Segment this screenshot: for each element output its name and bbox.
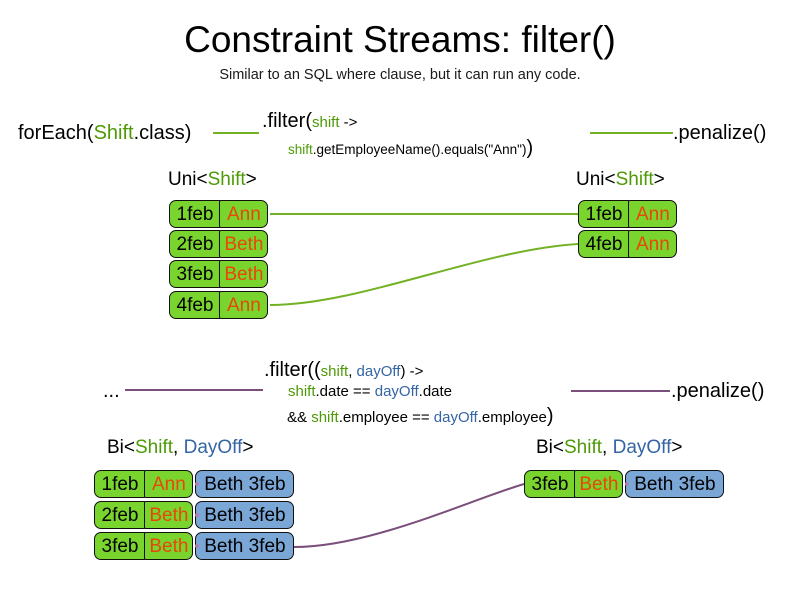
uni-filter-line2: shift.getEmployeeName().equals("Ann")) [288, 136, 533, 160]
uni-filter-line1: .filter(shift -> [262, 109, 357, 133]
bi-left-type-prefix: Bi< [107, 437, 135, 458]
bi-left-type-label: Bi<Shift, DayOff> [107, 436, 253, 459]
uni-right-type-shift: Shift [615, 169, 654, 190]
bi-filter-line1: .filter((shift, dayOff) -> [264, 358, 423, 382]
bi-filter-l2-mid: .date == [315, 383, 375, 400]
uni-left-tuple-row[interactable]: 2feb Beth [169, 230, 269, 258]
tuple-employee: Beth [144, 501, 194, 529]
bi-penalize-label: .penalize() [671, 380, 765, 402]
uni-right-type-label: Uni<Shift> [576, 168, 665, 191]
bi-left-type-shift: Shift [135, 437, 174, 458]
tuple-employee: Beth [574, 470, 624, 498]
uni-left-tuple-row[interactable]: 4feb Ann [169, 291, 269, 319]
bi-filter-param-comma: , [348, 363, 357, 380]
bi-right-type-dayoff: DayOff [612, 437, 672, 458]
bi-join-dot [195, 482, 199, 486]
bi-join-dot [625, 482, 629, 486]
bi-right-type-label: Bi<Shift, DayOff> [536, 436, 682, 459]
uni-filter-arrow: -> [339, 114, 358, 131]
tuple-date: 2feb [94, 501, 146, 529]
uni-right-tuple-row[interactable]: 1feb Ann [578, 200, 678, 228]
bi-filter-l2-shift: shift [288, 383, 316, 400]
tuple-employee: Beth [219, 260, 269, 288]
tuple-employee: Ann [144, 470, 194, 498]
tuple-employee: Ann [219, 200, 269, 228]
foreach-suffix: .class) [133, 122, 192, 144]
uni-left-type-shift: Shift [207, 169, 246, 190]
uni-left-type-label: Uni<Shift> [168, 168, 257, 191]
bi-filter-l3-prefix: && [287, 409, 312, 426]
bi-join-dot [195, 544, 199, 548]
bi-filter-l3-dayoff: dayOff [433, 409, 478, 426]
tuple-date: 3feb [94, 532, 146, 560]
bi-filter-param-shift: shift [320, 363, 349, 380]
bi-right-type-suffix: > [671, 437, 683, 458]
bi-right-type-comma: , [602, 437, 613, 458]
uni-right-type-suffix: > [653, 169, 665, 190]
link-uni-4feb [269, 243, 579, 306]
bi-source-label: ... [103, 380, 120, 402]
bi-right-type-shift: Shift [564, 437, 603, 458]
uni-left-tuple-row[interactable]: 3feb Beth [169, 260, 269, 288]
uni-filter-close-paren: ) [526, 137, 534, 159]
bi-filter-l2-end: .date [418, 383, 453, 400]
bi-filter-close-paren: ) [546, 405, 554, 427]
tuple-dayoff: Beth 3feb [625, 470, 725, 498]
slide-subtitle: Similar to an SQL where clause, but it c… [219, 67, 581, 83]
slide-title: Constraint Streams: filter() [184, 19, 616, 60]
tuple-date: 1feb [169, 200, 221, 228]
bi-filter-line3: && shift.employee == dayOff.employee) [287, 404, 554, 428]
uni-filter-body-rest: .getEmployeeName().equals("Ann") [312, 142, 527, 157]
bi-filter-call: .filter(( [264, 359, 321, 381]
bi-left-tuple-row[interactable]: 1feb Ann Beth 3feb [94, 470, 295, 498]
foreach-source-label: forEach(Shift.class) [18, 121, 191, 145]
bi-filter-l3-shift: shift [311, 409, 339, 426]
tuple-employee: Ann [628, 200, 678, 228]
tuple-date: 1feb [94, 470, 146, 498]
bi-filter-line2: shift.date == dayOff.date [288, 382, 452, 401]
foreach-prefix: forEach( [18, 122, 94, 144]
tuple-employee: Ann [219, 291, 269, 319]
bi-left-tuple-row[interactable]: 3feb Beth Beth 3feb [94, 532, 295, 560]
uni-filter-param: shift [312, 114, 340, 131]
uni-filter-call: .filter( [262, 110, 312, 132]
bi-filter-l3-mid: .employee == [338, 409, 434, 426]
uni-right-tuple-row[interactable]: 4feb Ann [578, 230, 678, 258]
foreach-type-shift: Shift [93, 122, 134, 144]
bi-right-tuple-row[interactable]: 3feb Beth Beth 3feb [524, 470, 725, 498]
tuple-dayoff: Beth 3feb [195, 532, 295, 560]
tuple-employee: Beth [219, 230, 269, 258]
tuple-employee: Beth [144, 532, 194, 560]
tuple-date: 3feb [169, 260, 221, 288]
tuple-date: 2feb [169, 230, 221, 258]
link-bi-3feb [293, 483, 525, 548]
bi-left-tuple-row[interactable]: 2feb Beth Beth 3feb [94, 501, 295, 529]
bi-filter-l3-end: .employee [477, 409, 547, 426]
uni-left-type-prefix: Uni< [168, 169, 208, 190]
bi-filter-l2-dayoff: dayOff [374, 383, 419, 400]
bi-left-type-dayoff: DayOff [183, 437, 243, 458]
bi-left-type-comma: , [173, 437, 184, 458]
bi-right-type-prefix: Bi< [536, 437, 564, 458]
tuple-dayoff: Beth 3feb [195, 470, 295, 498]
tuple-date: 3feb [524, 470, 576, 498]
tuple-date: 4feb [169, 291, 221, 319]
bi-filter-param-dayoff: dayOff [356, 363, 401, 380]
uni-right-type-prefix: Uni< [576, 169, 616, 190]
uni-filter-body-var: shift [288, 142, 313, 157]
tuple-employee: Ann [628, 230, 678, 258]
bi-filter-arrow: ) -> [400, 363, 424, 380]
uni-penalize-label: .penalize() [673, 122, 767, 144]
uni-left-type-suffix: > [245, 169, 257, 190]
tuple-date: 4feb [578, 230, 630, 258]
tuple-dayoff: Beth 3feb [195, 501, 295, 529]
bi-left-type-suffix: > [242, 437, 254, 458]
uni-left-tuple-row[interactable]: 1feb Ann [169, 200, 269, 228]
bi-join-dot [195, 513, 199, 517]
tuple-date: 1feb [578, 200, 630, 228]
